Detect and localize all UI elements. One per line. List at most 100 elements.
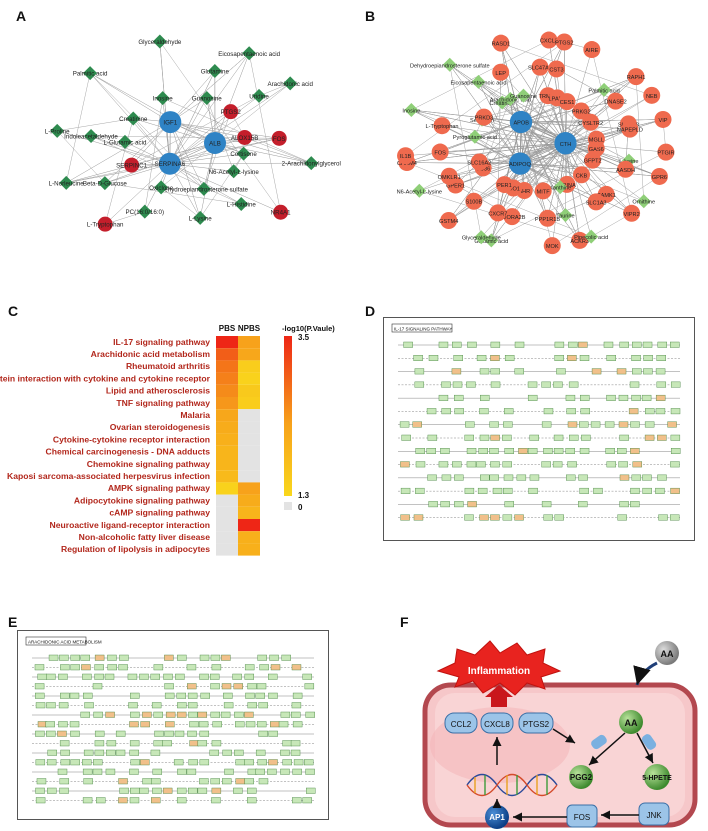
network-edge	[564, 42, 566, 144]
node-cst3: CST3	[548, 60, 566, 78]
kegg-gene-box	[59, 787, 69, 794]
svg-text:TRMT5: TRMT5	[539, 94, 558, 100]
heatmap-cell	[216, 519, 238, 532]
svg-text:AIRE: AIRE	[585, 48, 598, 54]
svg-text:CKB: CKB	[576, 173, 588, 179]
kegg-gene-box	[118, 664, 128, 671]
node-guanosine: Guanosine	[192, 90, 222, 105]
svg-text:CYSLTR2: CYSLTR2	[578, 121, 603, 127]
node-prkd3: PRKD3	[475, 108, 493, 126]
kegg-gene-box	[670, 487, 680, 494]
network-edge	[474, 136, 566, 144]
kegg-gene-box	[189, 721, 199, 728]
kegg-gene-box	[503, 487, 513, 494]
kegg-gene-box	[245, 692, 255, 699]
network-edge	[170, 70, 216, 123]
heatmap-row-label: Rheumatoid arthritis	[126, 361, 210, 371]
kegg-gene-box	[59, 778, 70, 785]
kegg-gene-box	[400, 514, 410, 521]
kegg-gene-box	[291, 702, 302, 709]
kegg-gene-box	[268, 673, 278, 680]
kegg-gene-box	[59, 654, 69, 661]
svg-text:Glyceraldehyde: Glyceraldehyde	[138, 39, 182, 46]
kegg-gene-box	[164, 654, 174, 661]
network-edge	[635, 76, 645, 202]
svg-text:Palmitic acid: Palmitic acid	[73, 71, 108, 78]
kegg-gene-box	[527, 448, 538, 454]
heatmap-cell	[238, 372, 260, 385]
svg-text:CXCL8: CXCL8	[484, 720, 510, 729]
node-beta-d-glucose: Beta-D-Glucose	[83, 176, 127, 191]
kegg-gene-box	[140, 759, 150, 766]
svg-text:Creatinine: Creatinine	[119, 116, 148, 123]
kegg-gene-box	[163, 673, 173, 680]
heatmap-row-label: cAMP signaling pathway	[109, 508, 210, 518]
kegg-gene-box	[234, 711, 244, 718]
kegg-gene-box	[210, 654, 221, 661]
kegg-gene-box	[247, 702, 257, 709]
panel-label-f: F	[400, 614, 409, 630]
kegg-gene-box	[591, 368, 602, 375]
kegg-gene-box	[35, 797, 46, 804]
node-napepld: NAPEPLD	[617, 120, 643, 138]
kegg-gene-box	[492, 487, 503, 494]
kegg-gene-box	[291, 711, 301, 718]
node-gstm4: GSTM4	[439, 211, 458, 229]
network-edge	[57, 130, 106, 184]
node-eicosapentaenoic-acid: Eicosapentaenoic acid	[218, 46, 281, 61]
svg-text:ADORA2B: ADORA2B	[499, 215, 526, 221]
network-edge	[500, 42, 652, 96]
heatmap-row-label: Neuroactive ligand-receptor interaction	[50, 520, 210, 530]
node-serpina6: SERPINA6	[155, 152, 186, 175]
kegg-gene-box	[476, 355, 487, 361]
kegg-gene-box	[94, 730, 105, 737]
svg-text:Guanosine: Guanosine	[192, 95, 222, 102]
network-edge	[244, 137, 312, 164]
kegg-gene-box	[268, 692, 278, 699]
kegg-gene-box	[69, 721, 80, 728]
kegg-gene-box	[489, 474, 499, 481]
kegg-gene-box	[606, 461, 617, 468]
kegg-gene-box	[187, 692, 198, 699]
svg-text:Cortisone: Cortisone	[230, 151, 257, 158]
aa-outside-label: AA	[661, 649, 674, 659]
kegg-gene-box	[115, 730, 126, 737]
kegg-gene-box	[438, 394, 449, 401]
svg-text:PTGS2: PTGS2	[555, 41, 573, 47]
kegg-gene-box	[616, 368, 627, 375]
svg-text:OMKLR1: OMKLR1	[438, 175, 461, 181]
kegg-gene-box	[452, 341, 462, 348]
kegg-gene-box	[35, 692, 45, 699]
kegg-gene-box	[60, 692, 70, 699]
kegg-gene-box	[454, 408, 464, 415]
heatmap-cell	[216, 531, 238, 544]
node-arachidonic-acid: Arachidonic acid	[267, 76, 313, 91]
jnk-label: JNK	[646, 811, 662, 820]
heatmap-cell	[238, 421, 260, 434]
node-ptgir: PTGIR	[657, 143, 674, 161]
kegg-gene-box	[199, 730, 210, 737]
svg-text:Dehydroepiandrosterone sulfate: Dehydroepiandrosterone sulfate	[160, 186, 249, 193]
network-edge	[524, 97, 558, 191]
kegg-gene-box	[93, 711, 103, 718]
kegg-gene-box	[578, 501, 588, 508]
heatmap-cell	[238, 519, 260, 532]
netB-nodes: GAS6CAMK1ACKR3GFPT2SLC1A3MOKCKBTaurineGl…	[397, 31, 674, 255]
network-edge	[169, 95, 260, 164]
svg-text:Indoleacetaldehyde: Indoleacetaldehyde	[64, 134, 118, 141]
node-ces1: CES1	[558, 93, 576, 111]
kegg-gene-box	[60, 749, 70, 756]
kegg-gene-box	[427, 474, 437, 481]
kegg-gene-box	[281, 654, 291, 661]
kegg-gene-box	[553, 448, 564, 454]
kegg-gene-box	[454, 394, 464, 401]
kegg-gene-box	[670, 381, 681, 388]
kegg-gene-box	[632, 461, 643, 468]
kegg-gene-box	[46, 730, 56, 737]
kegg-gene-box	[465, 421, 475, 428]
svg-text:PC(16:0/16:0): PC(16:0/16:0)	[126, 209, 165, 216]
kegg-gene-box	[280, 749, 290, 756]
svg-text:L-Glutamic acid: L-Glutamic acid	[103, 139, 147, 146]
kegg-gene-box	[129, 740, 140, 747]
